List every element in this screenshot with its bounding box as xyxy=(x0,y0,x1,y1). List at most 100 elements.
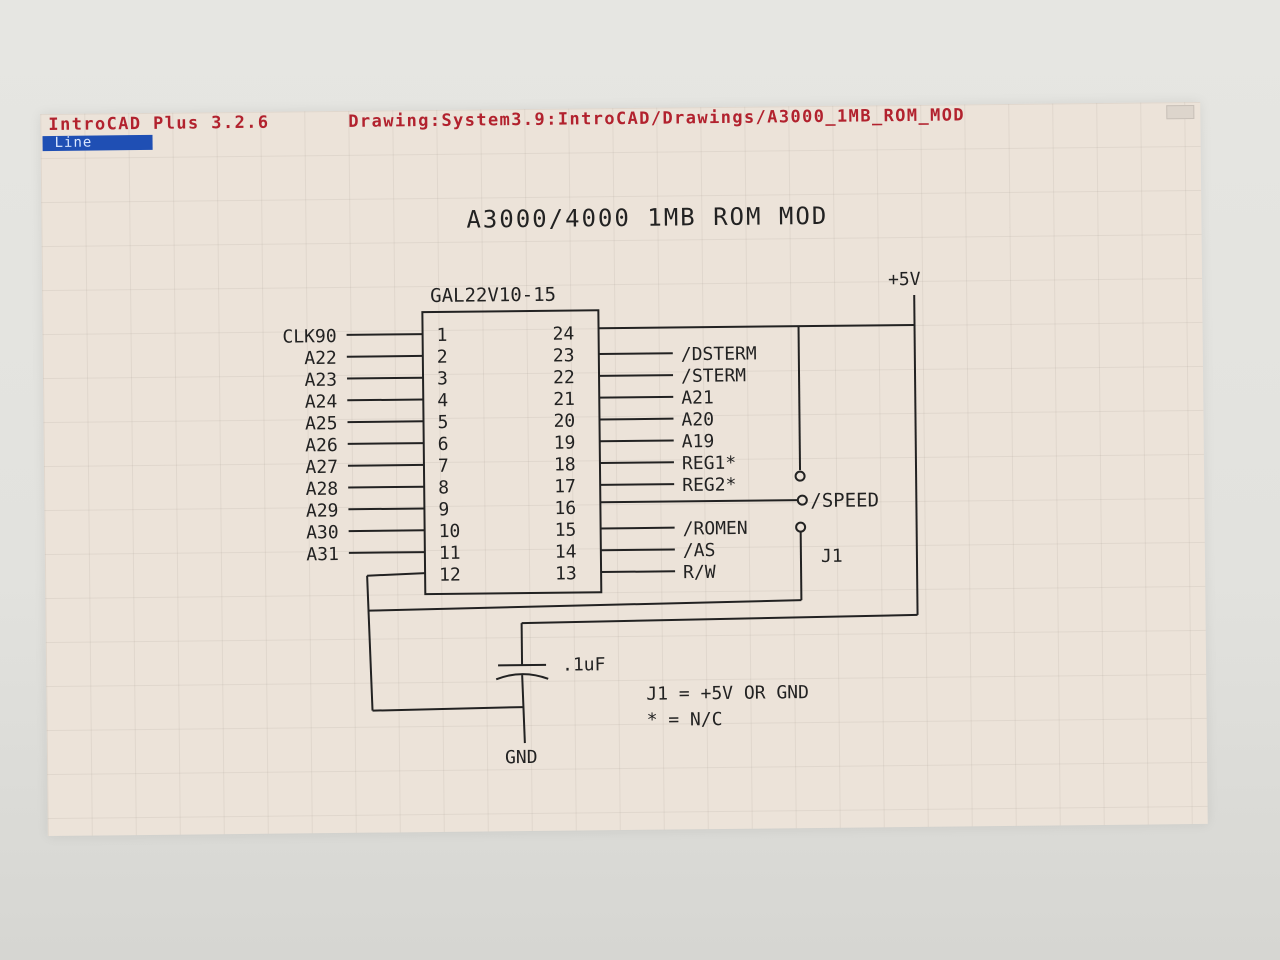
pin-number-left: 1 xyxy=(436,325,447,346)
pin-number-right: 17 xyxy=(554,476,576,497)
left-pin-lines xyxy=(346,333,425,554)
pin-wire-left xyxy=(347,376,424,380)
signal-label-left: A27 xyxy=(305,457,338,478)
gnd-to-j1 xyxy=(369,599,802,612)
pin-wire-right xyxy=(601,570,676,574)
ground-label: GND xyxy=(505,747,538,768)
schematic-canvas[interactable]: A3000/4000 1MB ROM MOD GAL22V10-15 12345… xyxy=(40,102,1207,836)
pin-wire-left xyxy=(346,333,423,336)
pin-wire-left xyxy=(347,463,424,467)
j1-pin-2[interactable] xyxy=(796,494,808,506)
pin-wire-right xyxy=(598,352,673,356)
vcc-to-cap xyxy=(521,613,918,625)
chip-name: GAL22V10-15 xyxy=(430,284,556,307)
jumper-label: J1 xyxy=(821,546,843,567)
pin-number-right: 21 xyxy=(553,389,575,410)
pin12-wire-a xyxy=(367,572,426,577)
signal-label-right: REG1* xyxy=(682,453,736,475)
signal-label-left: CLK90 xyxy=(282,326,336,348)
pin-number-right: 20 xyxy=(553,411,575,432)
gnd-bottom-wire xyxy=(372,706,523,712)
signal-label-left: A28 xyxy=(306,479,339,500)
capacitor-plate-top[interactable] xyxy=(498,663,547,667)
signal-label-left: A30 xyxy=(306,522,339,543)
note-jumper: J1 = +5V OR GND xyxy=(646,682,809,705)
pin-wire-left xyxy=(347,398,424,402)
pin-number-left: 7 xyxy=(438,456,449,477)
pin-number-left: 9 xyxy=(438,499,449,520)
right-pin-lines xyxy=(598,352,676,574)
j1-pin-1[interactable] xyxy=(794,470,806,482)
pin-number-right: 23 xyxy=(553,345,575,366)
signal-label-left: A29 xyxy=(306,500,339,521)
pin-number-left: 3 xyxy=(437,368,448,389)
pin-wire-right xyxy=(600,483,675,486)
pin-wire-left xyxy=(348,551,425,554)
pin-number-left: 6 xyxy=(438,434,449,455)
j1-top-wire xyxy=(797,326,802,471)
signal-label-right: /DSTERM xyxy=(681,343,757,365)
pin-number-left: 5 xyxy=(437,412,448,433)
signal-label-right: A19 xyxy=(682,431,715,452)
pin-number-right: 15 xyxy=(555,520,577,541)
signal-label-right: /AS xyxy=(683,540,716,561)
j1-bottom-wire xyxy=(799,532,803,601)
signal-label-right: A21 xyxy=(681,387,714,408)
pin24-wire xyxy=(598,323,915,330)
pin-wire-right xyxy=(600,526,675,530)
signal-label-right: /STERM xyxy=(681,365,746,387)
signal-label-left: A31 xyxy=(306,544,339,565)
pin-wire-right xyxy=(599,417,674,421)
signal-label-left: A25 xyxy=(305,413,338,434)
pin-number-right: 24 xyxy=(552,324,574,345)
signal-label-right: A20 xyxy=(681,409,714,430)
pin-number-left: 8 xyxy=(438,477,449,498)
pin-wire-right xyxy=(599,439,674,443)
signal-label-right: /ROMEN xyxy=(683,518,748,540)
signal-label-right: REG2* xyxy=(682,474,736,496)
signal-label-left: A24 xyxy=(305,391,338,412)
note-nc: * = N/C xyxy=(647,709,723,731)
pin-wire-right xyxy=(599,374,674,377)
speed-label: /SPEED xyxy=(810,489,879,512)
pin-wire-left xyxy=(348,485,425,489)
pin-number-right: 22 xyxy=(553,367,575,388)
signal-label-right: R/W xyxy=(683,562,716,583)
pin-wire-left xyxy=(347,420,424,424)
pin-number-right: 16 xyxy=(554,498,576,519)
pin-number-right: 14 xyxy=(555,542,577,563)
pin-number-left: 12 xyxy=(439,565,461,586)
power-label: +5V xyxy=(888,269,921,290)
vcc-rail xyxy=(913,294,919,615)
chip-body xyxy=(421,309,603,596)
cad-screen: IntroCAD Plus 3.2.6 Drawing:System3.9:In… xyxy=(40,101,1208,837)
signal-label-left: A23 xyxy=(304,370,337,391)
pin-wire-right xyxy=(599,395,674,399)
schematic-title: A3000/4000 1MB ROM MOD xyxy=(466,202,828,234)
pin-number-right: 18 xyxy=(554,454,576,475)
capacitor-plate-bottom[interactable] xyxy=(495,673,549,681)
j1-pin-3[interactable] xyxy=(795,521,807,533)
signal-label-left: A22 xyxy=(304,348,337,369)
pin-number-left: 4 xyxy=(437,390,448,411)
pin-wire-left xyxy=(348,507,425,511)
capacitor-label: .1uF xyxy=(562,654,606,675)
pin-number-left: 2 xyxy=(437,347,448,368)
gnd-left-rail xyxy=(366,575,374,711)
pin-number-right: 19 xyxy=(554,433,576,454)
pin-wire-left xyxy=(347,442,424,445)
cap-bottom-wire xyxy=(521,675,526,744)
speed-wire xyxy=(600,499,799,504)
pin-wire-left xyxy=(348,529,425,533)
signal-label-left: A26 xyxy=(305,435,338,456)
pin-wire-right xyxy=(600,548,675,552)
pin-number-left: 11 xyxy=(439,543,461,564)
pin-number-right: 13 xyxy=(555,563,577,584)
pin-number-left: 10 xyxy=(439,521,461,542)
pin-wire-left xyxy=(346,354,423,358)
pin-wire-right xyxy=(599,461,674,465)
